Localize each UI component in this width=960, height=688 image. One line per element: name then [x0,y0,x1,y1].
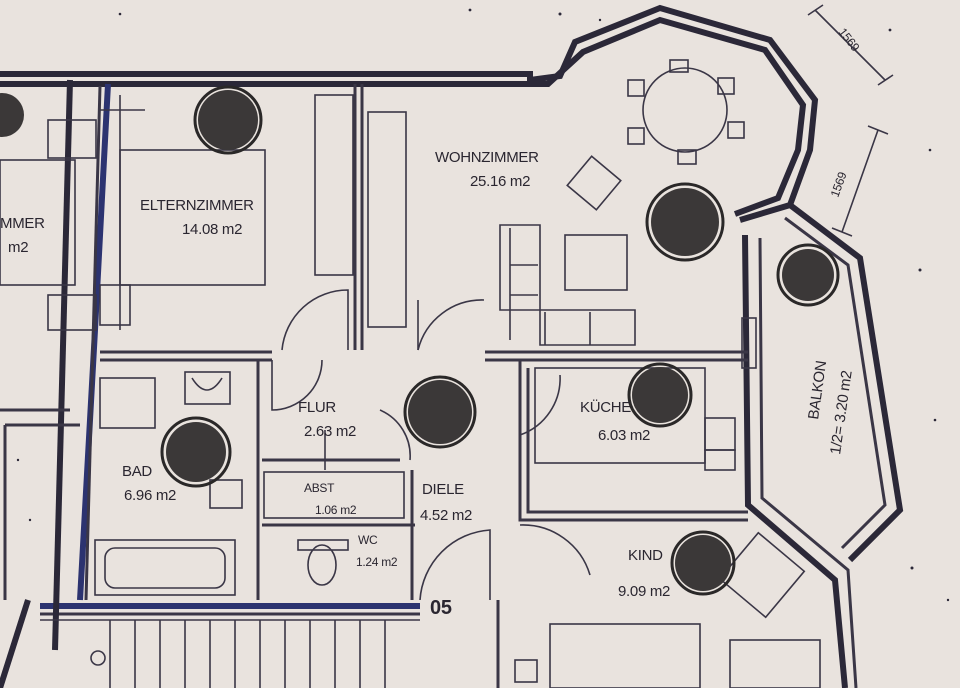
armchair [566,155,622,211]
stair-icon [40,619,420,688]
room-name-flur: FLUR [298,399,336,416]
exterior-walls [0,4,904,688]
room-area-balkon: 1/2= 3.20 m2 [827,370,856,456]
room-area-abst: 1.06 m2 [315,503,357,517]
wardrobe [367,111,407,328]
interior-walls [0,84,748,688]
room-area-kueche: 6.03 m2 [598,427,650,444]
room-area-diele: 4.52 m2 [420,507,472,524]
unit-number: 05 [430,597,452,619]
room-name-wc: WC [358,533,378,547]
room-area-flur: 2.63 m2 [304,423,356,440]
sofa-icon [499,224,636,346]
dimension-label: 1569 [828,170,850,199]
room-name-diele: DIELE [422,481,464,498]
dining-table-icon [627,59,745,165]
room-area-wc: 1.24 m2 [356,555,398,569]
room-area-left: m2 [8,239,28,256]
coffee-table [564,234,628,291]
paper-texture [16,8,950,602]
doors [271,289,591,601]
room-name-wohnzimmer: WOHNZIMMER [435,149,539,166]
furniture [0,59,821,688]
stove-icon [534,367,736,471]
room-area-elternzimmer: 14.08 m2 [182,221,242,238]
toilet-icon [209,479,349,586]
room-name-kueche: KÜCHE [580,398,631,416]
room-name-elternzimmer: ELTERNZIMMER [140,197,254,214]
dimension-lines: 1569 1569 [807,4,894,237]
bathtub-icon [94,539,236,596]
room-area-bad: 6.96 m2 [124,487,176,504]
sink-icon [184,371,231,405]
room-name-bad: BAD [122,463,152,480]
room-area-wohnzimmer: 25.16 m2 [470,173,530,190]
room-name-kind: KIND [628,547,663,564]
dimension-label: 1569 [836,25,863,54]
wardrobe [314,94,354,276]
ceiling-lamp-icon [0,85,840,596]
room-name-abst: ABST [304,481,335,495]
room-area-kind: 9.09 m2 [618,583,670,600]
room-name-balkon: BALKON [805,360,830,421]
bed [119,149,266,286]
room-name-left: MMER [0,215,45,232]
